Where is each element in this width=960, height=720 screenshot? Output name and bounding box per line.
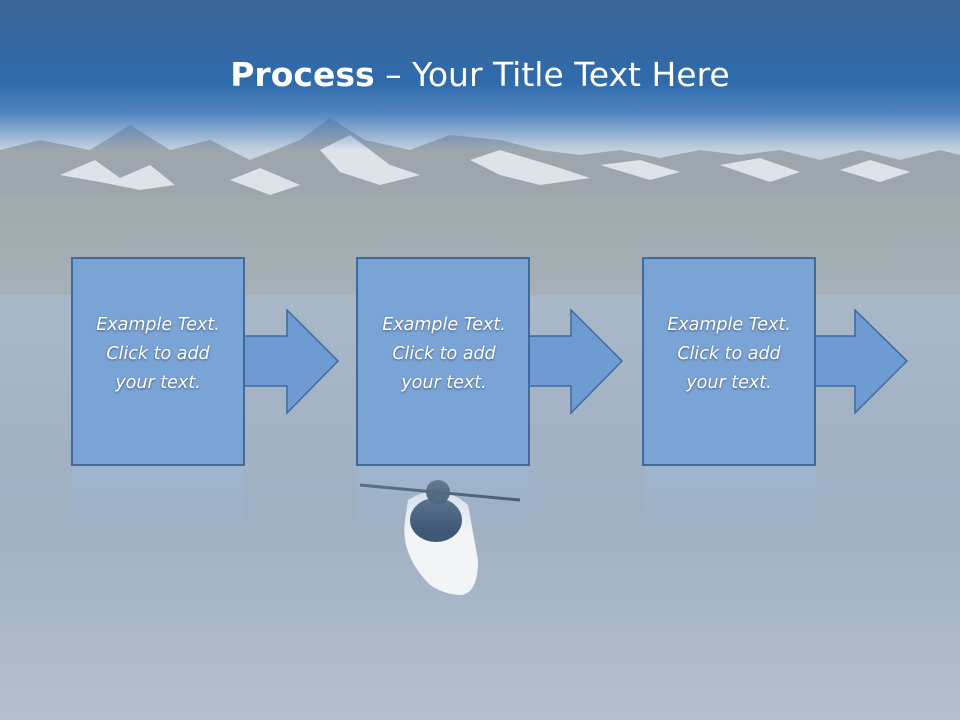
- step-2-box: [356, 257, 530, 466]
- step-3-box: [642, 257, 816, 466]
- process-step-2[interactable]: [356, 257, 624, 532]
- title-bold: Process: [230, 55, 375, 94]
- step-2-line-3: your text.: [401, 373, 487, 393]
- step-1-arrow: [237, 308, 340, 415]
- step-3-text[interactable]: Example Text. Click to add your text.: [642, 311, 816, 398]
- step-2-arrow: [522, 308, 624, 415]
- step-1-line-1: Example Text.: [96, 315, 220, 335]
- step-1-box: [71, 257, 245, 466]
- step-2-reflection: [357, 467, 529, 532]
- step-3-reflection: [643, 467, 815, 532]
- step-3-line-1: Example Text.: [667, 315, 791, 335]
- mountain-range: [0, 118, 960, 220]
- step-1-reflection: [72, 467, 244, 532]
- title-band: [0, 0, 960, 150]
- step-3-line-3: your text.: [686, 373, 772, 393]
- step-3-line-2: Click to add: [677, 344, 781, 364]
- title-rest: – Your Title Text Here: [374, 55, 730, 94]
- step-3-arrow: [807, 308, 909, 415]
- step-1-line-2: Click to add: [106, 344, 210, 364]
- process-step-1[interactable]: [71, 257, 340, 532]
- snow-patches: [60, 135, 910, 195]
- step-2-line-1: Example Text.: [382, 315, 506, 335]
- step-2-line-2: Click to add: [392, 344, 496, 364]
- step-1-line-3: your text.: [115, 373, 201, 393]
- step-1-text[interactable]: Example Text. Click to add your text.: [71, 311, 245, 398]
- step-2-text[interactable]: Example Text. Click to add your text.: [357, 311, 531, 398]
- process-step-3[interactable]: [642, 257, 909, 532]
- slide-title[interactable]: Process – Your Title Text Here: [0, 52, 960, 98]
